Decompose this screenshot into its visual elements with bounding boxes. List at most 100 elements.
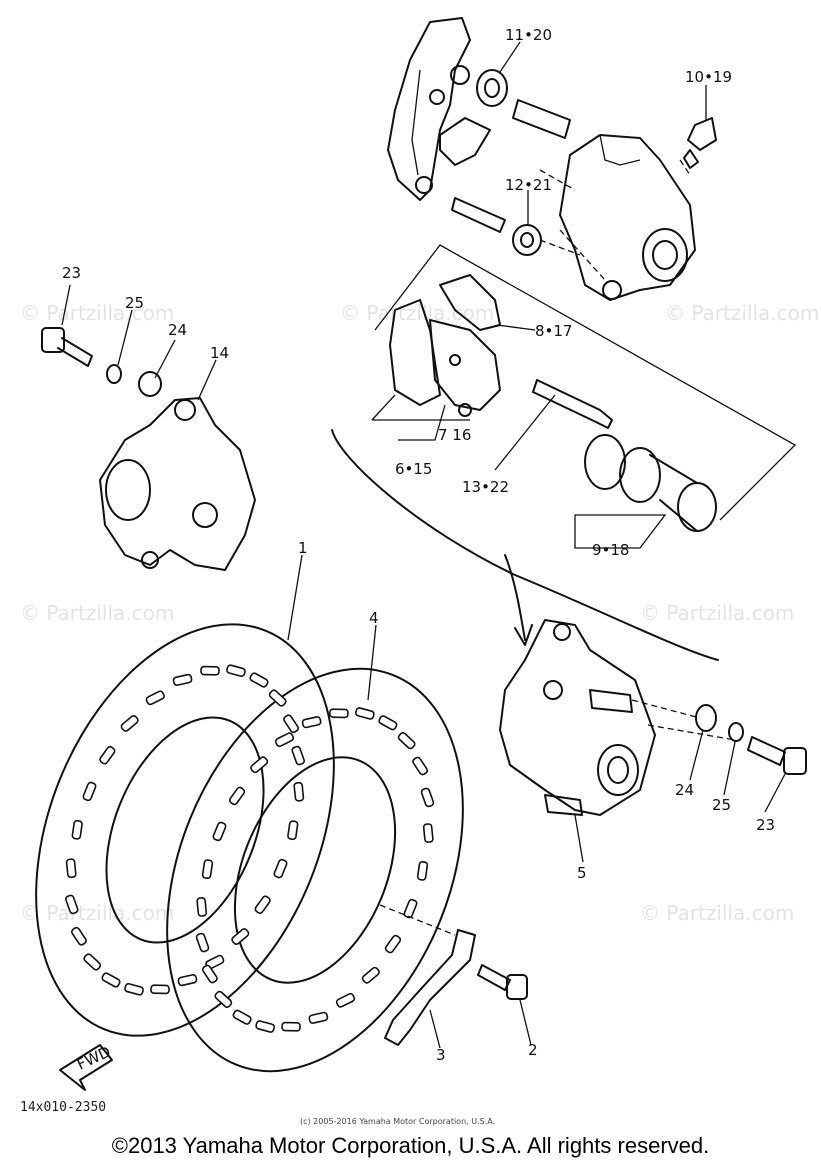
- disc-slot: [412, 756, 429, 776]
- disc-slot: [201, 964, 218, 984]
- disc-slot: [101, 972, 121, 988]
- callout-2: 2: [528, 1041, 538, 1059]
- disc-slot: [177, 974, 198, 987]
- callout-4: 4: [369, 609, 379, 627]
- caliper-bracket: [387, 17, 471, 201]
- lock-plate-3: [384, 929, 476, 1046]
- watermark: © Partzilla.com: [20, 301, 174, 325]
- disc-slot: [422, 823, 434, 843]
- disc-slot: [403, 898, 418, 919]
- disc-slot: [249, 672, 269, 688]
- disc-slot: [145, 690, 165, 706]
- disc-slot: [65, 858, 77, 879]
- small-copyright: (c) 2005-2016 Yamaha Motor Corporation, …: [300, 1117, 496, 1126]
- disc-slot: [71, 926, 87, 946]
- disc-slot: [255, 1020, 276, 1033]
- disc-slot: [273, 858, 288, 879]
- fwd-arrow-icon: FWD: [59, 1043, 113, 1091]
- disc-slot: [226, 664, 246, 678]
- bolt-2: [477, 964, 528, 1000]
- disc-slot: [335, 992, 356, 1008]
- assembly-bracket: [331, 429, 719, 661]
- disc-slot: [329, 708, 349, 719]
- arrow: [504, 554, 533, 646]
- disc-slot: [274, 732, 295, 748]
- watermark: © Partzilla.com: [340, 301, 494, 325]
- washer-24-left: [138, 371, 162, 397]
- disc-slot: [397, 732, 416, 750]
- callout-25-left: 25: [125, 294, 144, 312]
- disc-slot: [384, 934, 402, 954]
- disc-slot: [254, 895, 271, 914]
- disc-slot: [231, 928, 250, 945]
- disc-slot: [416, 860, 429, 881]
- disc-slot: [281, 1021, 301, 1032]
- disc-slot: [172, 673, 193, 686]
- caliper-body-top: [559, 134, 696, 301]
- washer-24-right: [695, 704, 717, 732]
- callout-23-right: 23: [756, 816, 775, 834]
- disc-slot: [212, 821, 227, 842]
- disc-slot: [200, 665, 220, 676]
- piston-seals: [584, 434, 717, 532]
- caliper-right-5: [499, 619, 656, 816]
- brake-disc-1: [35, 623, 335, 1037]
- disc-slot: [361, 966, 380, 984]
- slide-pin: [512, 99, 571, 139]
- label-group-lines: [371, 394, 667, 549]
- disc-slot: [82, 781, 97, 802]
- disc-slot: [308, 1011, 329, 1024]
- disc-slot: [99, 746, 116, 765]
- callout-1: 1: [298, 539, 308, 557]
- disc-slot: [195, 932, 210, 953]
- disc-slot: [250, 756, 269, 774]
- callout-5: 5: [577, 864, 587, 882]
- bleed-screw: [683, 117, 717, 169]
- watermark: © Partzilla.com: [640, 901, 794, 925]
- callout-12-21: 12•21: [505, 176, 552, 194]
- disc-slot: [420, 787, 435, 808]
- disc-slot: [83, 953, 102, 971]
- disc-slot: [65, 894, 79, 915]
- disc-slot: [268, 689, 287, 707]
- caliper-left-14: [99, 397, 256, 571]
- callouts: 1 4 23 25 24 14 11•20 10•19 12•21 8•17 7…: [62, 26, 775, 1064]
- pad-group-outline: [374, 244, 797, 521]
- disc-slot: [378, 715, 398, 731]
- watermark: © Partzilla.com: [665, 301, 819, 325]
- callout-3: 3: [436, 1046, 446, 1064]
- pin-12-21: [451, 197, 542, 256]
- callout-24-right: 24: [675, 781, 694, 799]
- bolt-23-right: [747, 736, 807, 775]
- callout-8-17: 8•17: [535, 322, 572, 340]
- disc-slots: [65, 664, 435, 1033]
- leader-lines-right: [631, 699, 736, 741]
- disc-slot: [354, 707, 375, 720]
- callout-24-left: 24: [168, 321, 187, 339]
- disc-slot: [283, 714, 299, 734]
- callout-7-16: 7 16: [438, 426, 471, 444]
- boot-11-20: [476, 69, 508, 107]
- callout-10-19: 10•19: [685, 68, 732, 86]
- disc-slot: [201, 859, 214, 880]
- watermark: © Partzilla.com: [20, 901, 174, 925]
- lockwasher-25-left: [106, 364, 122, 384]
- watermark: © Partzilla.com: [20, 601, 174, 625]
- fwd-label: FWD: [74, 1043, 113, 1074]
- callout-9-18: 9•18: [592, 541, 629, 559]
- disc-slot: [293, 781, 305, 802]
- callout-23-left: 23: [62, 264, 81, 282]
- disc-slot: [150, 984, 170, 995]
- disc-slot: [291, 745, 305, 766]
- brake-disc-4: [166, 667, 464, 1073]
- callout-14: 14: [210, 344, 229, 362]
- leader-disc: [379, 904, 456, 936]
- callout-25-right: 25: [712, 796, 731, 814]
- lockwasher-25-right: [728, 722, 744, 742]
- leader-lines-top: [539, 159, 691, 281]
- callout-leaders: [61, 41, 786, 1049]
- diagram-code: 14x010-2350: [20, 1100, 107, 1115]
- pad-spring: [439, 117, 491, 166]
- disc-slot: [71, 819, 83, 840]
